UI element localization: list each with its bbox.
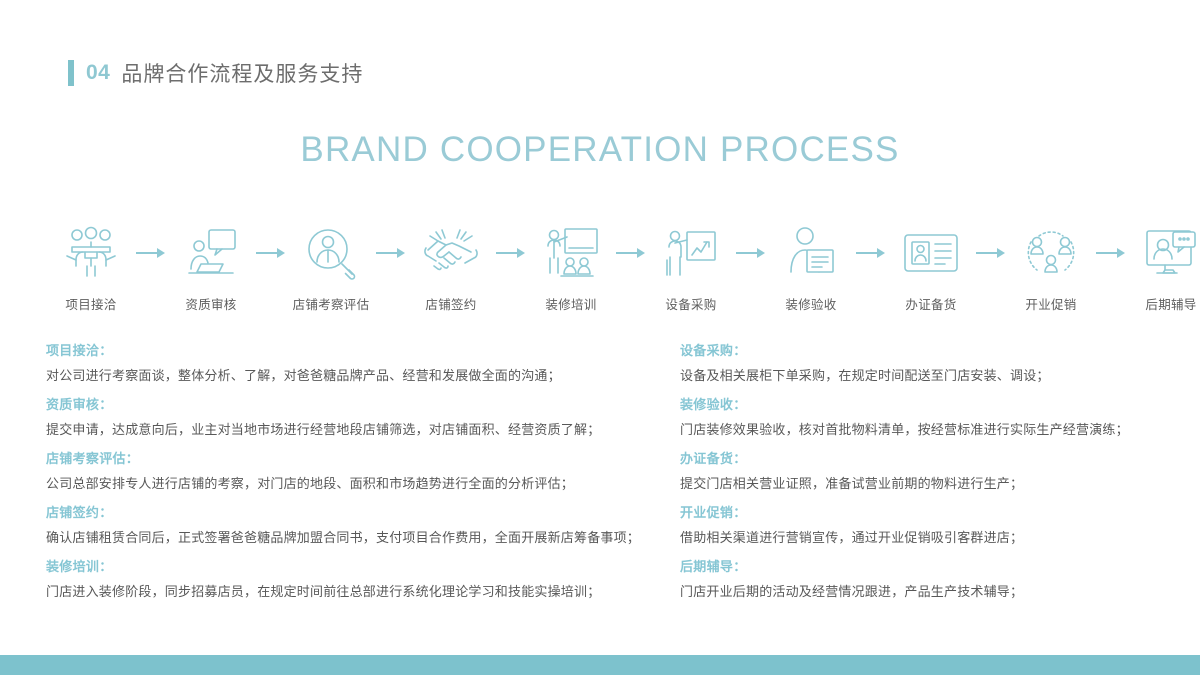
detail-text: 借助相关渠道进行营销宣传，通过开业促销吸引客群进店；: [680, 529, 1024, 545]
process-step[interactable]: 装修培训: [528, 224, 614, 313]
arrow-right-icon: [494, 224, 528, 282]
process-step-label: 开业促销: [1025, 298, 1077, 312]
detail-title: 装修培训：: [46, 558, 113, 574]
detail-block: 设备采购： 设备及相关展柜下单采购，在规定时间配送至门店安装、调设；: [680, 340, 1150, 385]
person-magnifier-icon: [303, 224, 359, 282]
detail-text: 门店开业后期的活动及经营情况跟进，产品生产技术辅导；: [680, 583, 1024, 599]
process-step[interactable]: 资质审核: [168, 224, 254, 313]
handshake-icon: [422, 224, 480, 282]
process-step-label: 项目接洽: [65, 298, 117, 312]
detail-block: 装修验收： 门店装修效果验收，核对首批物料清单，按经营标准进行实际生产经营演练；: [680, 394, 1150, 439]
process-flow: 项目接洽 资质审核: [48, 224, 1196, 313]
detail-title: 开业促销：: [680, 504, 747, 520]
process-step[interactable]: 后期辅导: [1128, 224, 1200, 313]
process-step[interactable]: 设备采购: [648, 224, 734, 313]
process-step[interactable]: 店铺考察评估: [288, 224, 374, 313]
detail-columns: 项目接洽： 对公司进行考察面谈，整体分析、了解，对爸爸糖品牌产品、经营和发展做全…: [0, 340, 1200, 609]
detail-text: 对公司进行考察面谈，整体分析、了解，对爸爸糖品牌产品、经营和发展做全面的沟通；: [46, 368, 561, 383]
arrow-right-icon: [134, 224, 168, 282]
detail-title: 店铺考察评估：: [46, 450, 140, 466]
detail-title: 店铺签约：: [46, 504, 113, 520]
detail-text: 提交申请，达成意向后，业主对当地市场进行经营地段店铺筛选，对店铺面积、经营资质了…: [46, 421, 601, 437]
detail-block: 办证备货： 提交门店相关营业证照，准备试营业前期的物料进行生产；: [680, 448, 1150, 493]
process-step[interactable]: 项目接洽: [48, 224, 134, 313]
arrow-right-icon: [254, 224, 288, 282]
detail-block: 资质审核： 提交申请，达成意向后，业主对当地市场进行经营地段店铺筛选，对店铺面积…: [46, 394, 658, 439]
arrow-right-icon: [374, 224, 408, 282]
detail-block: 项目接洽： 对公司进行考察面谈，整体分析、了解，对爸爸糖品牌产品、经营和发展做全…: [46, 340, 658, 385]
person-laptop-chat-icon: [183, 224, 239, 282]
detail-block: 开业促销： 借助相关渠道进行营销宣传，通过开业促销吸引客群进店；: [680, 502, 1150, 547]
process-step-label: 店铺考察评估: [292, 298, 370, 312]
people-network-icon: [1023, 224, 1079, 282]
arrow-right-icon: [974, 224, 1008, 282]
detail-text: 确认店铺租赁合同后，正式签署爸爸糖品牌加盟合同书，支付项目合作费用，全面开展新店…: [46, 529, 641, 545]
detail-text: 设备及相关展柜下单采购，在规定时间配送至门店安装、调设；: [680, 368, 1050, 383]
detail-title: 装修验收：: [680, 396, 747, 412]
detail-block: 店铺签约： 确认店铺租赁合同后，正式签署爸爸糖品牌加盟合同书，支付项目合作费用，…: [46, 502, 658, 547]
main-english-title: BRAND COOPERATION PROCESS: [300, 130, 900, 169]
id-card-icon: [902, 224, 960, 282]
process-step[interactable]: 开业促销: [1008, 224, 1094, 313]
detail-column-right: 设备采购： 设备及相关展柜下单采购，在规定时间配送至门店安装、调设； 装修验收：…: [680, 340, 1150, 609]
process-step[interactable]: 店铺签约: [408, 224, 494, 313]
bottom-accent-bar: [0, 655, 1200, 675]
detail-title: 项目接洽：: [46, 343, 113, 358]
detail-block: 装修培训： 门店进入装修阶段，同步招募店员，在规定时间前往总部进行系统化理论学习…: [46, 556, 658, 601]
presenter-chart-icon: [663, 224, 719, 282]
slide-header: 04 品牌合作流程及服务支持: [68, 58, 363, 88]
meeting-people-icon: [63, 224, 119, 282]
arrow-right-icon: [614, 224, 648, 282]
process-step-label: 资质审核: [185, 298, 237, 312]
page-title: 品牌合作流程及服务支持: [121, 63, 364, 86]
process-step-label: 装修验收: [785, 298, 837, 312]
detail-text: 门店装修效果验收，核对首批物料清单，按经营标准进行实际生产经营演练；: [680, 421, 1129, 437]
process-step[interactable]: 办证备货: [888, 224, 974, 313]
detail-title: 设备采购：: [680, 343, 747, 358]
detail-block: 店铺考察评估： 公司总部安排专人进行店铺的考察，对门店的地段、面积和市场趋势进行…: [46, 448, 658, 493]
process-step-label: 办证备货: [905, 298, 957, 312]
process-step-label: 店铺签约: [425, 298, 477, 312]
detail-block: 后期辅导： 门店开业后期的活动及经营情况跟进，产品生产技术辅导；: [680, 556, 1150, 601]
person-document-icon: [783, 224, 839, 282]
detail-title: 办证备货：: [680, 450, 747, 466]
header-section-number: 04: [86, 61, 111, 84]
arrow-right-icon: [854, 224, 888, 282]
process-step-label: 设备采购: [665, 298, 717, 312]
presenter-board-icon: [543, 224, 599, 282]
process-step[interactable]: 装修验收: [768, 224, 854, 313]
detail-text: 公司总部安排专人进行店铺的考察，对门店的地段、面积和市场趋势进行全面的分析评估；: [46, 475, 575, 491]
monitor-chat-icon: [1143, 224, 1199, 282]
header-accent-bar: [68, 60, 74, 86]
detail-title: 后期辅导：: [680, 558, 747, 574]
detail-column-left: 项目接洽： 对公司进行考察面谈，整体分析、了解，对爸爸糖品牌产品、经营和发展做全…: [46, 340, 658, 609]
detail-text: 门店进入装修阶段，同步招募店员，在规定时间前往总部进行系统化理论学习和技能实操培…: [46, 583, 601, 599]
arrow-right-icon: [1094, 224, 1128, 282]
process-step-label: 装修培训: [545, 298, 597, 312]
detail-text: 提交门店相关营业证照，准备试营业前期的物料进行生产；: [680, 475, 1024, 491]
arrow-right-icon: [734, 224, 768, 282]
process-step-label: 后期辅导: [1145, 298, 1197, 312]
detail-title: 资质审核：: [46, 396, 113, 412]
